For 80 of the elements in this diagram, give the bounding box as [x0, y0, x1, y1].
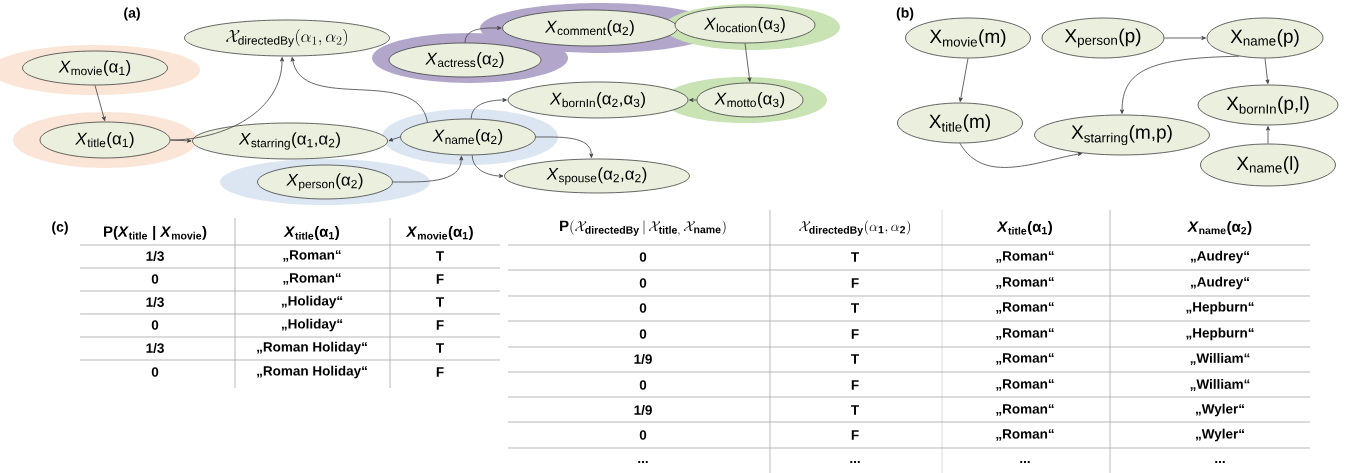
table-entry: „Wyler“: [1196, 403, 1244, 417]
arrow: [1264, 58, 1270, 84]
arrow: [290, 57, 428, 123]
table-entry: 1/3: [146, 342, 164, 353]
table-entry: „Roman“: [996, 251, 1054, 263]
arrow: [535, 136, 594, 158]
table-entry: F: [851, 278, 859, 288]
arrow: [392, 155, 464, 183]
table-entry: „Roman“: [996, 379, 1054, 391]
arrow: [744, 43, 752, 82]
table-entry: F: [436, 367, 444, 377]
column-header: X$_{title}$(α$_{1}$): [283, 226, 339, 240]
table-entry: T: [851, 354, 859, 364]
table-entry: „Audrey“: [1191, 276, 1249, 290]
table-entry: T: [436, 251, 444, 261]
column-header: $\mathcal{X}_{\mathbf{directedBy}}\mathbf{(}\alpha_{\mathbf{1}}\mathbf{,}\,\alpha_{\mathbf{2}}\mathbf{)}$: [799, 220, 911, 236]
arrow: [170, 57, 285, 141]
table-entry: „Roman“: [996, 404, 1054, 416]
table-entry: „Holiday“: [281, 295, 343, 309]
table-entry: 0: [639, 380, 647, 390]
table-entry: „Roman“: [283, 273, 341, 285]
table-entry: F: [851, 329, 859, 339]
table-entry: 0: [151, 274, 159, 284]
table-entry: T: [851, 252, 859, 262]
table-entry: „Roman“: [996, 429, 1054, 441]
table-entry: 1/3: [146, 296, 164, 307]
table-entry: F: [436, 320, 444, 330]
panel-label: (c): [52, 221, 68, 235]
table-entry: 1/9: [634, 353, 652, 364]
table-entry: „Roman“: [996, 328, 1054, 340]
table-entry: 0: [639, 252, 647, 262]
table-entry: „Audrey“: [1191, 250, 1249, 264]
table-entry: „Roman“: [996, 302, 1054, 314]
column-header: X$_{title}$(α$_{1}$): [996, 221, 1052, 235]
table-entry: 0: [151, 320, 159, 330]
table-entry: T: [851, 405, 859, 415]
table-entry: „Hepburn“: [1186, 301, 1254, 315]
table-entry: „Roman Holiday“: [257, 365, 367, 379]
table-entry: ...: [1215, 461, 1225, 463]
arrow: [958, 58, 969, 102]
arrow: [1120, 55, 1240, 114]
table-entry: F: [436, 274, 444, 284]
arrow: [689, 98, 697, 102]
table-entry: „Holiday“: [281, 318, 343, 332]
table-entry: „Roman“: [996, 277, 1054, 289]
table-entry: „Hepburn“: [1186, 327, 1254, 341]
table-entry: 0: [639, 329, 647, 339]
table-entry: F: [851, 380, 859, 390]
table-entry: ...: [638, 461, 648, 463]
table-entry: T: [436, 297, 444, 307]
table-entry: 0: [639, 430, 647, 440]
table-entry: „Wyler“: [1196, 428, 1244, 442]
arrow: [1266, 126, 1270, 144]
table-entry: 1/9: [634, 404, 652, 415]
column-header: $\mathbf{P}(\mathcal{X}_{\mathbf{directedBy}}\,|\,\mathcal{X}_{\mathbf{title},}\,\mathcal{X}_{\mathbf{name}})$: [560, 220, 726, 236]
table-entry: „William“: [1190, 353, 1250, 365]
arrow: [464, 26, 502, 43]
table-entry: „Roman“: [283, 250, 341, 262]
table-entry: 0: [151, 367, 159, 377]
table-entry: ...: [850, 461, 860, 463]
arrow: [470, 98, 507, 120]
table-entry: T: [436, 343, 444, 353]
panel-label: (a): [124, 7, 140, 21]
table-entry: „Roman“: [996, 353, 1054, 365]
column-header: X$_{movie}$(α$_{1}$): [405, 226, 473, 240]
table-entry: ...: [1020, 461, 1030, 463]
table-entry: „Roman Holiday“: [257, 341, 367, 355]
table-entry: 0: [639, 278, 647, 288]
arrow: [94, 85, 106, 121]
table-entry: 1/3: [146, 250, 164, 261]
arrow: [959, 143, 1083, 168]
table-entry: T: [851, 303, 859, 313]
table-entry: „William“: [1190, 379, 1250, 391]
table-entry: F: [851, 430, 859, 440]
arrow: [1164, 36, 1206, 40]
column-header: X$_{name}$(α$_{2}$): [1187, 221, 1252, 235]
table-entry: 0: [639, 303, 647, 313]
arrow: [471, 154, 504, 178]
arrow: [388, 136, 401, 142]
column-header: P(X$_{title}$ | X$_{movie}$): [104, 225, 207, 241]
